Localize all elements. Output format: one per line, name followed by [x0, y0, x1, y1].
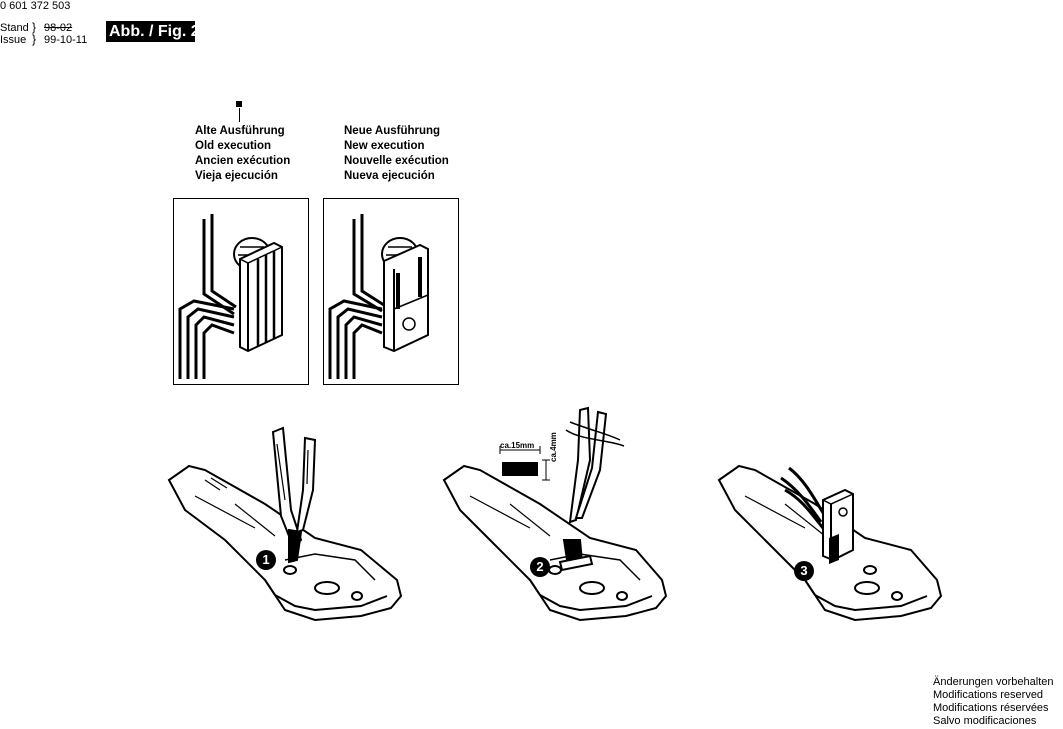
step3-drawing	[717, 464, 943, 622]
note-de: Änderungen vorbehalten	[933, 676, 1054, 688]
step2-illustration	[440, 400, 680, 630]
note-es: Salvo modificaciones	[933, 715, 1037, 727]
dimension-length-label: ca.15mm	[500, 441, 535, 450]
old-brush-holder-illustration	[178, 214, 283, 379]
caption-new-en: New execution	[344, 140, 425, 152]
panel-new-execution	[323, 198, 459, 385]
caption-old-fr: Ancien exécution	[195, 155, 291, 167]
step1-badge: 1	[256, 550, 276, 570]
caption-old-es: Vieja ejecución	[195, 170, 278, 182]
new-brush-holder-illustration	[328, 214, 429, 379]
step2-badge: 2	[530, 557, 550, 577]
leader-line	[239, 108, 240, 122]
step1-illustration	[165, 420, 405, 630]
figure-tag: Abb. / Fig. 2	[106, 21, 195, 42]
caption-new: Neue Ausführung New execution Nouvelle e…	[344, 124, 449, 184]
caption-old-en: Old execution	[195, 140, 272, 152]
reservation-notes: Änderungen vorbehalten Modifications res…	[933, 676, 1053, 728]
bullet-icon	[236, 101, 242, 107]
panel-old-execution	[173, 198, 309, 385]
caption-new-fr: Nouvelle exécution	[344, 155, 449, 167]
issue-value: 99-10-11	[44, 34, 88, 46]
step3-illustration	[715, 460, 955, 630]
dimension-width-label: ca.4mm	[549, 432, 558, 462]
step1-drawing	[167, 426, 403, 622]
brace-icon: }	[32, 20, 37, 34]
stand-row: Stand} 98-02	[0, 21, 72, 34]
caption-new-de: Neue Ausführung	[344, 125, 441, 137]
note-en: Modifications reserved	[933, 689, 1044, 701]
issue-row: Issue} 99-10-11	[0, 33, 87, 46]
stand-value: 98-02	[44, 22, 73, 34]
part-number: 0 601 372 503	[0, 0, 71, 12]
step3-badge: 3	[794, 561, 814, 581]
step2-drawing	[442, 406, 668, 622]
caption-new-es: Nueva ejecución	[344, 170, 435, 182]
stand-label: Stand	[0, 22, 29, 34]
brace-icon: }	[32, 32, 37, 46]
caption-old-de: Alte Ausführung	[195, 125, 285, 137]
caption-old: Alte Ausführung Old execution Ancien exé…	[195, 124, 290, 184]
issue-label: Issue	[0, 34, 27, 46]
note-fr: Modifications réservées	[933, 702, 1049, 714]
